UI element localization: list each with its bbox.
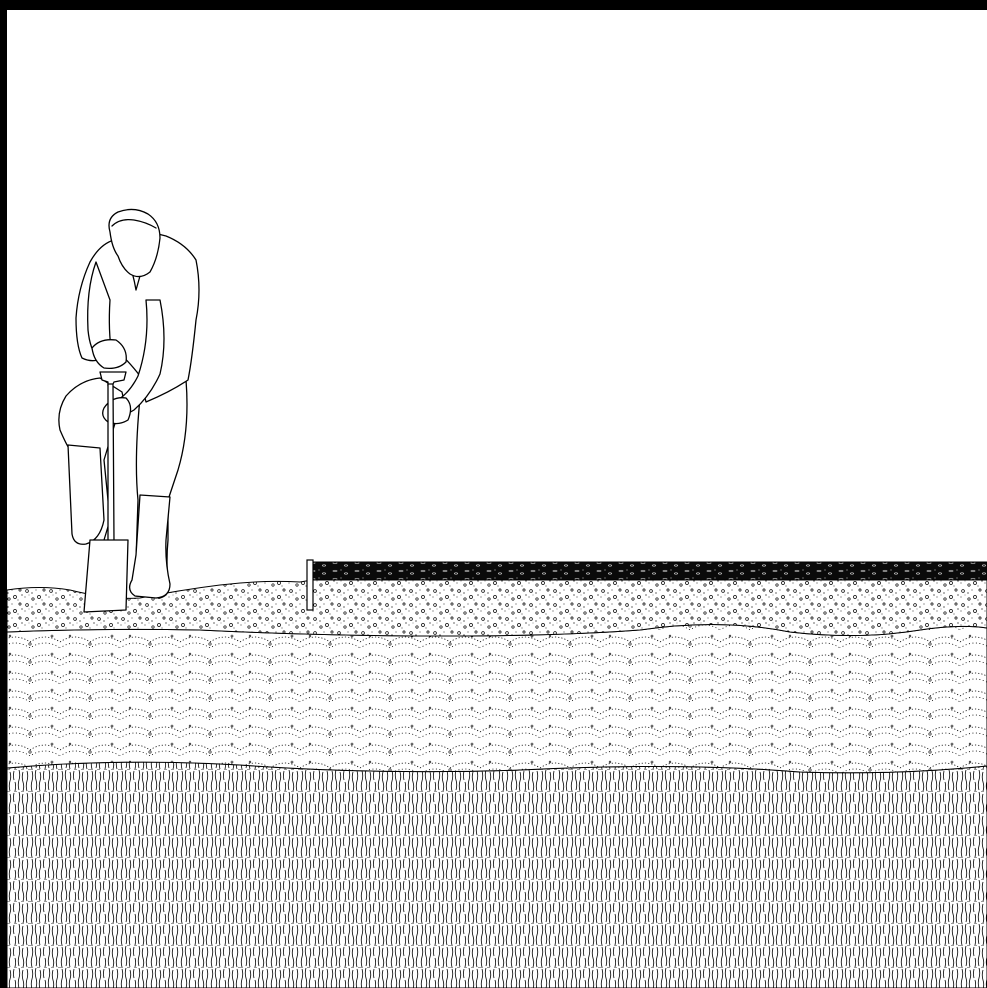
person-digging: [59, 209, 199, 598]
frame-left-border: [0, 0, 7, 988]
left-boot: [68, 445, 104, 544]
spade-blade: [84, 540, 128, 612]
left-hand: [92, 340, 126, 369]
right-boot: [130, 495, 170, 598]
spade-shaft: [108, 384, 114, 542]
survey-stake: [307, 560, 313, 610]
subsoil-layer: [7, 624, 987, 772]
asphalt-surface: [313, 562, 987, 580]
bedrock-layer: [7, 762, 987, 988]
frame-top-border: [0, 0, 987, 10]
